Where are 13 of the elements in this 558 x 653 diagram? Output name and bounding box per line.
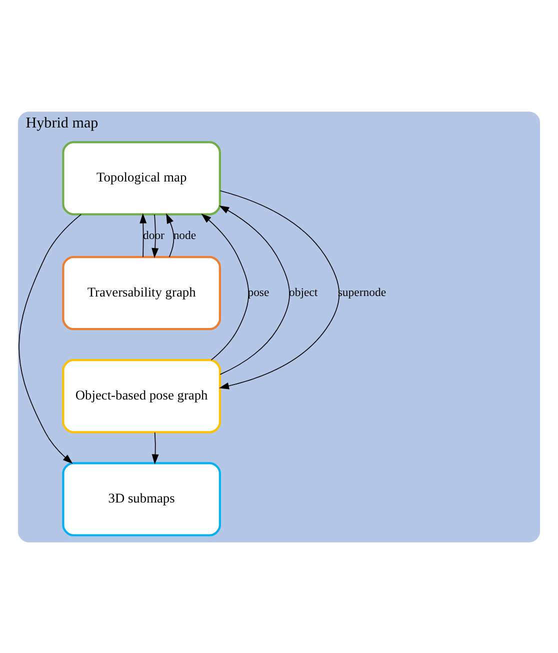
- arrow: [140, 212, 147, 257]
- arrow: [201, 213, 250, 360]
- node-box: Traversability graph: [62, 255, 221, 330]
- arrow: [152, 214, 159, 258]
- arrow: [166, 212, 174, 257]
- node-box: Topological map: [62, 140, 221, 215]
- arrow: [152, 432, 159, 464]
- arrow: [218, 190, 340, 389]
- node-box: 3D submaps: [62, 462, 221, 536]
- arrow: [18, 214, 82, 464]
- edge-label: node: [173, 228, 196, 242]
- arrow: [219, 204, 290, 374]
- node-box: Object-based pose graph: [62, 358, 221, 433]
